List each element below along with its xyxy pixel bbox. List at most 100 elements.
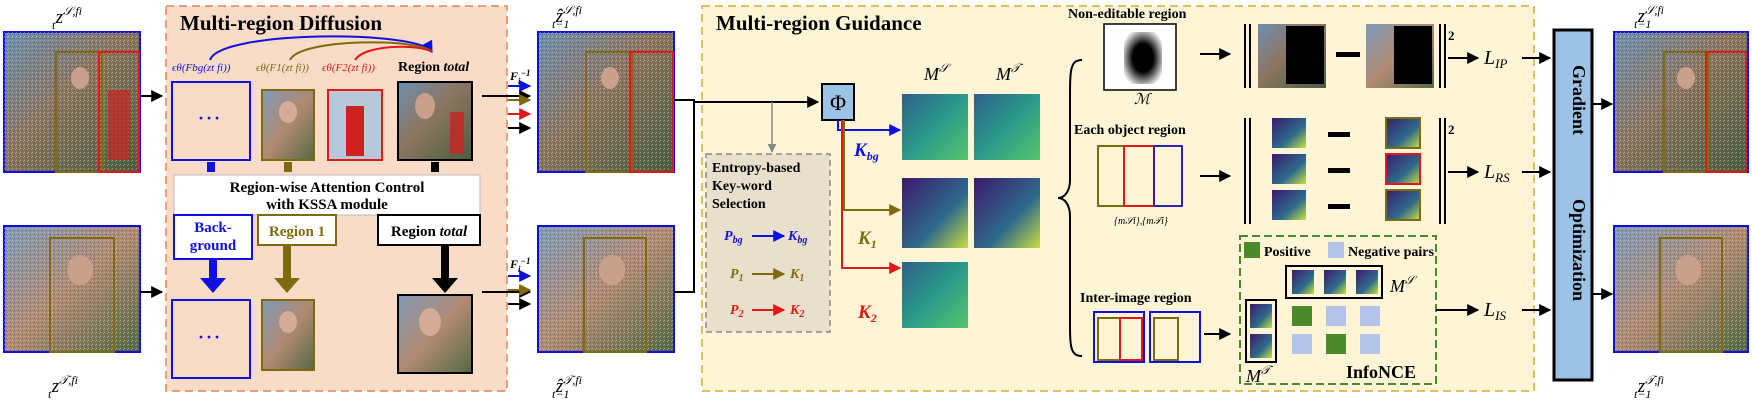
minus-sign-rs-2 [1328,168,1350,173]
entropy-line2: Key-word [712,179,772,194]
merge-arc-2 [354,45,433,61]
phi-label: Φ [830,90,846,115]
entropy-k-1: K1 [789,267,804,284]
output-image-source [1613,31,1749,173]
attention-control-box [173,174,481,216]
region-total-label: Region total [398,60,469,75]
gradient-optimization-box [1552,28,1594,382]
region1-label-box [257,214,337,246]
bg-dots-bottom: ··· [197,325,221,351]
object-region-boxes [1097,145,1183,207]
down-arrow-total [432,245,458,293]
attn-map-s-2 [902,262,968,328]
m-sets-label: {m𝒮i},{m𝒯i} [1114,216,1168,227]
positive-swatch [1244,242,1260,258]
attn-map-s-1 [902,178,968,248]
entropy-p-1: P1 [730,267,744,284]
background-label-2: ground [190,238,237,254]
eps-bg-label: ϵθ(Fbg(zt fi)) [172,62,231,74]
region1-image-bottom [261,299,315,371]
branch-bg [837,120,902,136]
branch-1 [843,120,902,216]
connector-to-phi [674,99,695,293]
rs-map-s-3 [1272,190,1306,220]
entropy-p-2: P2 [730,303,744,320]
masked-image-target [1366,24,1434,88]
output-image-target [1613,225,1749,353]
entropy-p-bg: Pbg [724,229,743,246]
region-total-label-box [377,214,481,246]
loss-is: LIS [1483,299,1506,323]
guidance-brace [1057,59,1083,357]
eps-1-label: ϵθ(F1(zt fi)) [256,62,309,74]
rs-map-s-2 [1272,154,1306,184]
infonce-ms-strip [1285,265,1383,299]
entropy-box [705,153,831,333]
masked-image-source [1258,24,1326,88]
inter-image-label: Inter-image region [1080,291,1192,306]
k-2-label: K2 [857,302,877,325]
branch-2 [841,120,902,274]
gradient-label: Gradient [1569,65,1589,135]
connector-total [431,162,439,172]
attn-map-t-1 [974,178,1040,248]
down-arrow-1 [274,245,300,293]
attention-line1: Region-wise Attention Control [230,180,425,196]
total-image-top [397,81,473,161]
loss-rs: LRS [1483,161,1510,185]
connector-1 [284,162,292,172]
entropy-line1: Entropy-based [712,161,801,176]
guidance-title: Multi-region Guidance [716,11,922,35]
merge-arc-bg [209,35,433,61]
infonce-mt-map-2 [1250,334,1272,358]
non-editable-mask [1103,23,1177,91]
infonce-ms-map-1 [1292,270,1314,294]
norm-sq-ip: 2 [1448,28,1455,43]
infonce-label: InfoNCE [1346,362,1416,382]
infonce-ms-map-3 [1356,270,1378,294]
total-image-bottom [397,294,473,374]
bg-dots-top: ··· [197,106,221,132]
down-arrow-bg [200,259,226,293]
region2-image-top [327,89,383,161]
k-1-label: K1 [857,228,877,251]
entropy-line3: Selection [712,197,766,212]
rs-map-t-1 [1385,117,1421,149]
bg-noise-box-top [171,81,251,161]
negative-label: Negative pairs [1348,245,1434,260]
negative-swatch [1328,242,1344,258]
merge-arc-1 [289,41,433,61]
f-inverse-bottom: Fi−1 [509,256,531,274]
intermediate-image-target [537,225,675,353]
minus-sign-rs-3 [1328,204,1350,209]
bg-noise-box-bottom [171,299,251,379]
input-image-target [3,225,141,353]
attn-map-s-bg [902,94,968,160]
non-editable-label: Non-editable region [1068,7,1187,22]
inter-image-boxes-source [1093,311,1145,363]
positive-label: Positive [1264,245,1311,260]
rs-map-s-1 [1272,118,1306,148]
infonce-ms-map-2 [1324,270,1346,294]
input-image-source [3,31,141,173]
minus-sign-ip [1336,52,1360,57]
diffusion-title: Multi-region Diffusion [180,11,382,35]
each-object-label: Each object region [1074,123,1186,138]
infonce-mt-strip [1245,299,1277,363]
norm-sq-rs: 2 [1448,122,1455,137]
infonce-mt-map-1 [1250,304,1272,328]
rs-map-t-3 [1385,189,1421,221]
region1-image-top [261,89,315,161]
optimization-label: Optimization [1569,199,1589,301]
loss-ip: LIP [1483,47,1507,71]
phi-box [821,83,855,121]
minus-sign-rs-1 [1328,132,1350,137]
region1-label: Region 1 [269,224,325,240]
attention-line2: with KSSA module [266,197,388,213]
region-total-label-2: Region total [391,224,468,240]
